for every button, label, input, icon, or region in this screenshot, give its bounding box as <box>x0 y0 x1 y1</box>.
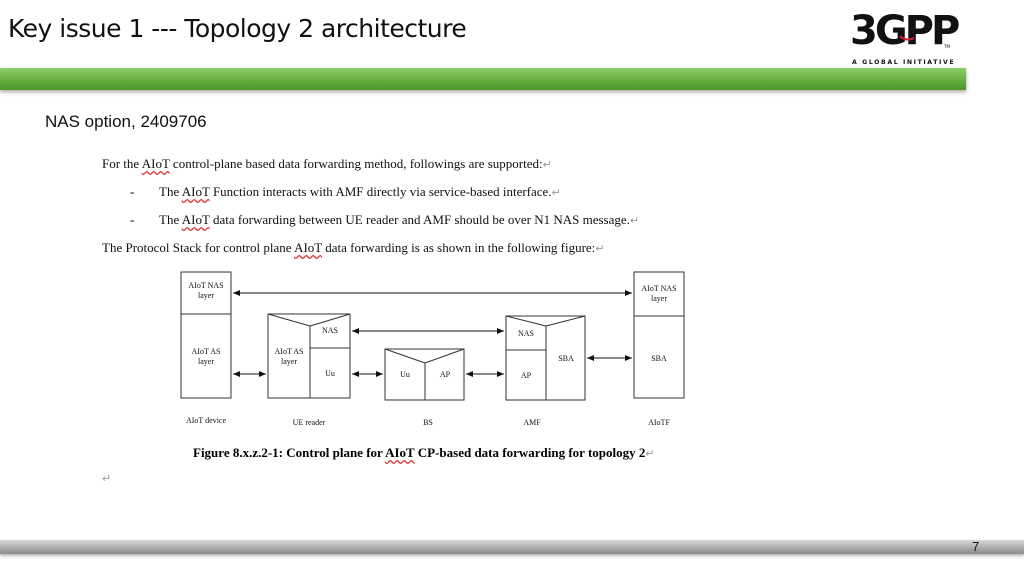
bs-uu-label: Uu <box>400 370 410 379</box>
stack-pre: The Protocol Stack for control plane <box>102 240 295 255</box>
intro-pre: For the <box>102 156 142 171</box>
amf-divider-diag <box>545 315 586 327</box>
paragraph-mark: ↵ <box>551 187 561 199</box>
bullet-post: Function interacts with AMF directly via… <box>209 184 552 199</box>
aiotf-stack-box <box>633 271 685 399</box>
bullet-dash: - <box>130 184 135 199</box>
aiotf-caption: AIoTF <box>648 418 670 427</box>
logo-tagline: A GLOBAL INITIATIVE <box>852 59 955 66</box>
ue-caption: UE reader <box>293 418 326 427</box>
ue-as-label-2: layer <box>281 357 297 366</box>
device-stack-box <box>180 271 232 399</box>
bullet-term: AIoT <box>181 212 210 227</box>
amf-ap-label: AP <box>521 371 532 380</box>
bullet-dash: - <box>130 212 135 227</box>
footer-bar <box>0 540 1024 554</box>
intro-post: control-plane based data forwarding meth… <box>169 156 543 171</box>
paragraph-mark: ↵ <box>629 215 640 227</box>
amf-caption: AMF <box>523 418 541 427</box>
device-as-label: AIoT AS <box>192 347 221 356</box>
figure-caption: Figure 8.x.z.2-1: Control plane for AIoT… <box>193 445 655 461</box>
stack-post: data forwarding is as shown in the follo… <box>322 240 596 255</box>
bs-divider-diag-left <box>384 348 426 364</box>
device-nas-label: AIoT NAS <box>188 281 223 290</box>
ue-stack-box <box>267 313 351 399</box>
aiotf-nas-label: AIoT NAS <box>641 284 676 293</box>
device-nas-label-2: layer <box>198 291 214 300</box>
device-caption: AIoT device <box>186 416 227 425</box>
slide-title: Key issue 1 --- Topology 2 architecture <box>8 14 467 43</box>
bullet-pre: The <box>159 184 182 199</box>
ue-divider-top <box>309 313 351 327</box>
header-bar <box>0 68 966 90</box>
caption-pre: Figure 8.x.z.2-1: Control plane for <box>193 445 386 460</box>
amf-sba-label: SBA <box>558 354 574 363</box>
paragraph-mark: ↵ <box>542 159 552 171</box>
caption-term: AIoT <box>385 445 415 460</box>
aiotf-nas-label-2: layer <box>651 294 667 303</box>
device-as-label-2: layer <box>198 357 214 366</box>
3gpp-logo: 3GPP TM A GLOBAL INITIATIVE <box>850 8 960 66</box>
logo-text: 3GPP <box>850 8 959 54</box>
intro-term: AIoT <box>141 156 170 171</box>
ue-as-label: AIoT AS <box>275 347 304 356</box>
ue-uu-label: Uu <box>325 369 335 378</box>
empty-paragraph-mark: ↵ <box>102 473 112 485</box>
ue-nas-label: NAS <box>322 326 338 335</box>
paragraph-mark: ↵ <box>595 243 605 255</box>
stack-term: AIoT <box>294 240 322 255</box>
logo-tm: TM <box>943 44 950 49</box>
bullet-term: AIoT <box>181 184 210 199</box>
ue-divider-diag <box>267 313 311 327</box>
bullet-pre: The <box>159 212 182 227</box>
bullet-item: The AIoT data forwarding between UE read… <box>159 212 639 228</box>
intro-paragraph: For the AIoT control-plane based data fo… <box>102 156 552 172</box>
amf-nas-label: NAS <box>518 329 534 338</box>
bs-caption: BS <box>423 418 433 427</box>
bullet-item: The AIoT Function interacts with AMF dir… <box>159 184 561 200</box>
bullet-post: data forwarding between UE reader and AM… <box>209 212 630 227</box>
bs-ap-label: AP <box>440 370 451 379</box>
paragraph-mark: ↵ <box>645 448 655 460</box>
stack-paragraph: The Protocol Stack for control plane AIo… <box>102 240 605 256</box>
amf-divider-top <box>505 315 547 327</box>
caption-post: CP-based data forwarding for topology 2 <box>414 445 646 460</box>
protocol-stack-diagram: AIoT NAS layer AIoT AS layer AIoT device… <box>180 271 685 427</box>
logo-swoosh <box>899 35 915 41</box>
bs-divider-diag-right <box>424 348 465 364</box>
page-number: 7 <box>972 539 980 554</box>
aiotf-sba-label: SBA <box>651 354 667 363</box>
slide-subtitle: NAS option, 2409706 <box>45 112 207 131</box>
